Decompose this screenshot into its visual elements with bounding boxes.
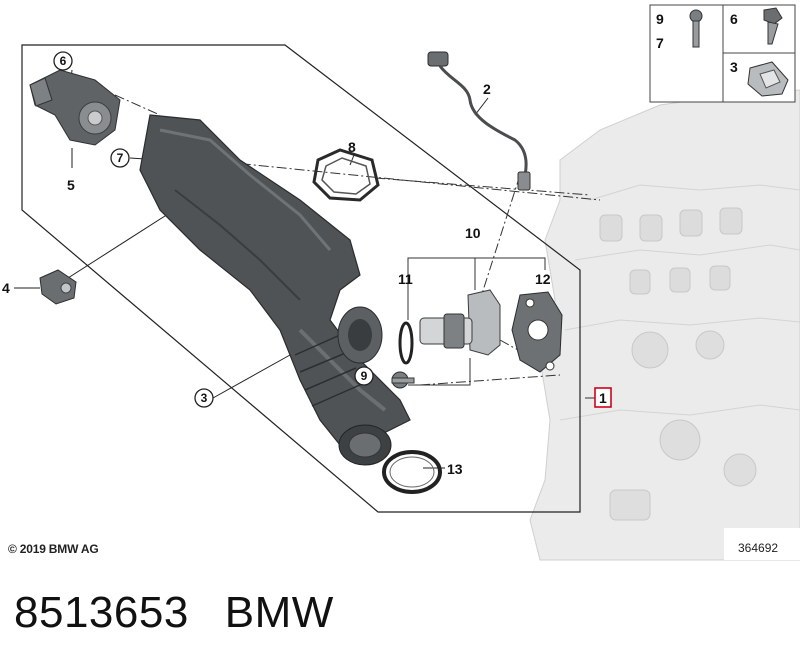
callout-6: 6 — [60, 54, 67, 68]
screw-part-9 — [391, 371, 415, 389]
callout-4: 4 — [2, 280, 10, 296]
callout-11: 11 — [398, 271, 413, 287]
o-ring-part-11 — [398, 321, 414, 365]
gasket-part-8 — [312, 148, 380, 202]
assembly-frame — [21, 44, 581, 513]
legend-label-6: 6 — [730, 11, 738, 27]
legend-label-9: 9 — [656, 11, 664, 27]
bracket-lines — [407, 257, 596, 399]
callout-1: 1 — [599, 390, 607, 406]
plain-callouts: 5 4 8 2 10 11 12 13 — [2, 81, 551, 477]
callout-5: 5 — [67, 177, 75, 193]
clip-icon — [747, 61, 789, 97]
callout-1-highlight: 1 — [594, 387, 612, 408]
diagram-number: 364692 — [738, 541, 779, 555]
sensor-wire-part-2 — [427, 51, 531, 191]
part-caption: 8513653 BMW — [14, 588, 370, 638]
thermostat-housing — [29, 69, 121, 146]
brand-name: BMW — [224, 588, 334, 637]
legend-label-7: 7 — [656, 35, 664, 51]
screw-icon — [689, 9, 703, 48]
gasket-part-12 — [511, 291, 563, 373]
circled-callouts: 6 7 3 9 — [53, 51, 374, 408]
callout-10: 10 — [465, 225, 481, 241]
sensor-part-4 — [39, 269, 77, 305]
callout-13: 13 — [447, 461, 463, 477]
callout-7: 7 — [117, 151, 124, 165]
id-plate — [724, 528, 800, 560]
callout-8: 8 — [348, 139, 356, 155]
part-number: 8513653 — [14, 588, 189, 637]
parts-legend-box: 9 7 6 3 — [649, 4, 796, 103]
callout-3: 3 — [201, 391, 208, 405]
bolt-icon — [763, 7, 783, 45]
callout-12: 12 — [535, 271, 551, 287]
callout-2: 2 — [483, 81, 491, 97]
valve-part-10 — [419, 289, 501, 356]
seal-ring-part-13 — [382, 450, 442, 494]
callout-9: 9 — [361, 369, 368, 383]
legend-label-3: 3 — [730, 59, 738, 75]
copyright-notice: © 2019 BMW AG — [8, 542, 99, 556]
intake-manifold — [139, 114, 411, 466]
engine-block — [529, 89, 800, 561]
